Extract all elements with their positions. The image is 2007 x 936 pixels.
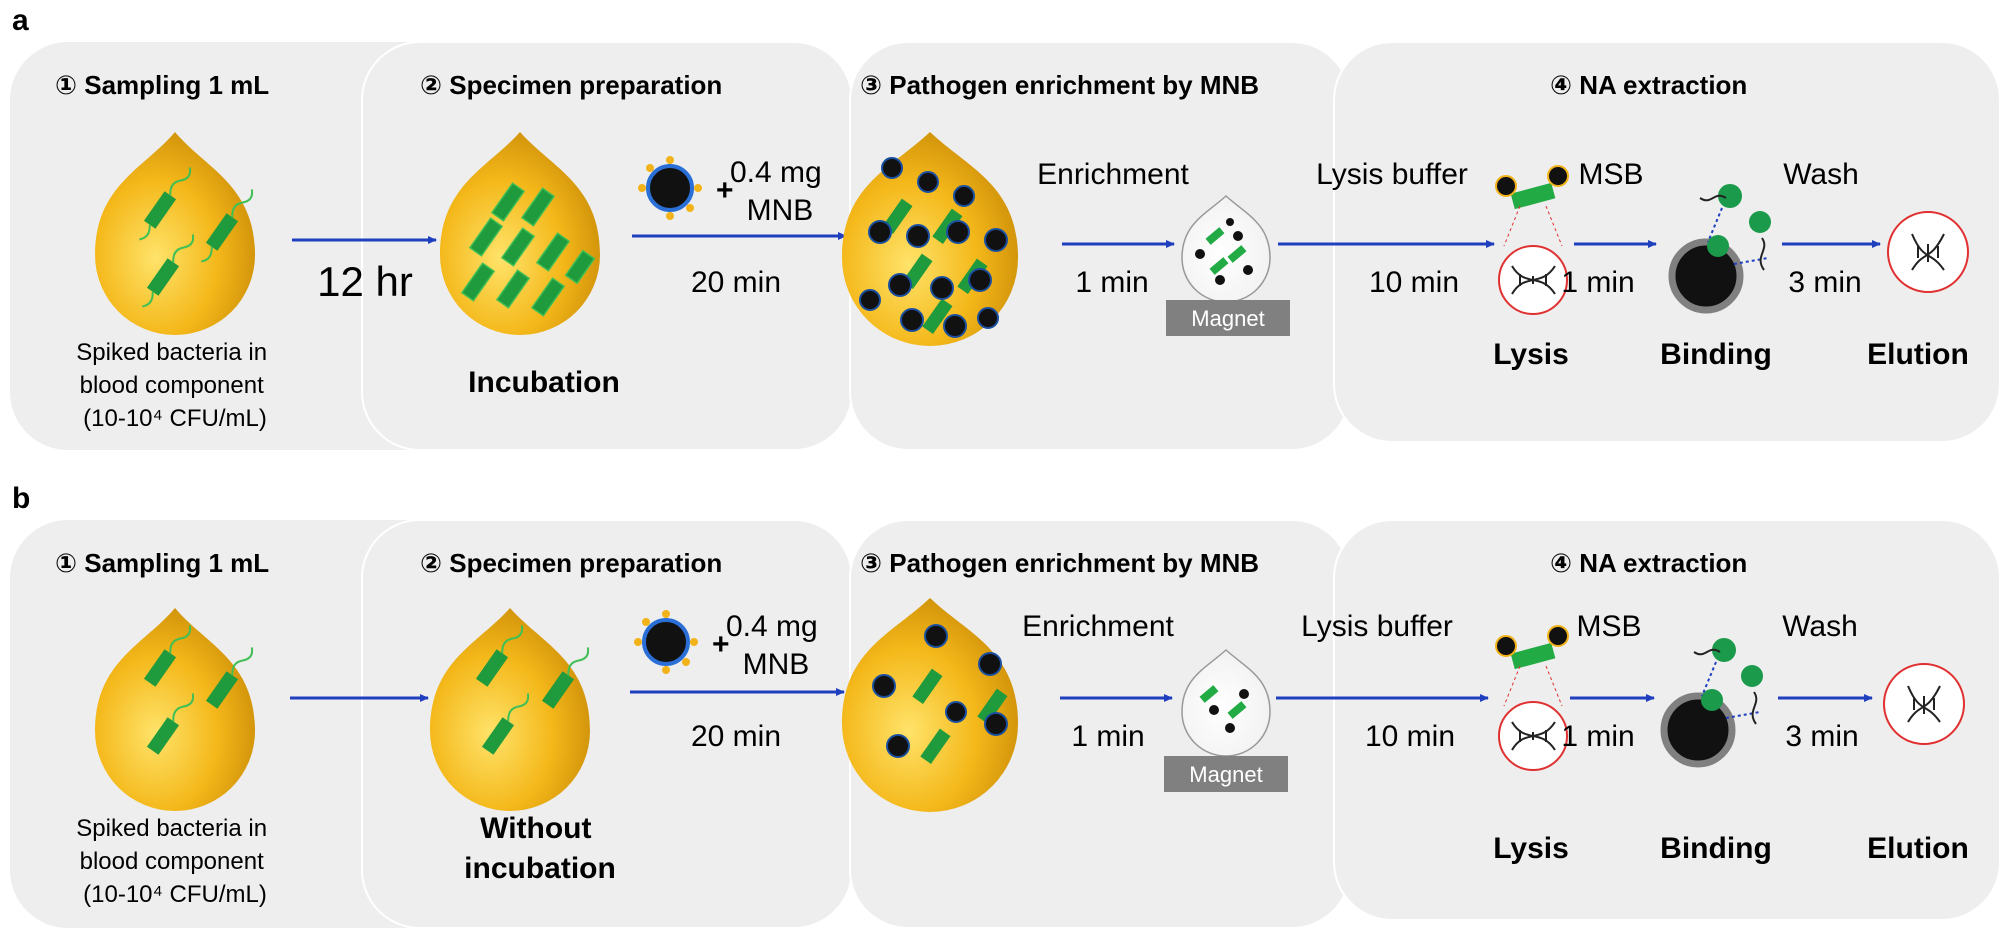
mnb-bead-icon: [638, 156, 702, 220]
panel-letter: a: [12, 4, 29, 37]
panel-a: a ① Sampling 1 mL ② Specimen preparation…: [10, 4, 2001, 451]
stage-label-binding: Binding: [1660, 832, 1772, 865]
enrichment-time: 1 min: [1075, 266, 1148, 299]
magnet-label: Magnet: [1191, 306, 1264, 331]
msb-label: MSB: [1576, 610, 1641, 643]
wash-label: Wash: [1782, 610, 1858, 643]
magnet-label: Magnet: [1189, 762, 1262, 787]
non-incubated-drop: [430, 608, 590, 811]
wash-label: Wash: [1783, 158, 1859, 191]
stage-label-elution: Elution: [1867, 338, 1969, 371]
wash-time: 3 min: [1788, 266, 1861, 299]
dna-icon: [1511, 721, 1556, 751]
panel-b: b ① Sampling 1 mL ② Specimen preparation…: [10, 482, 2001, 929]
binding-time: 1 min: [1561, 266, 1634, 299]
sample-caption: Spiked bacteria in blood component (10-1…: [76, 815, 273, 908]
magnetic-beads: [872, 624, 1008, 758]
prep-caption: Incubation: [468, 366, 620, 399]
mnb-time: 20 min: [691, 720, 781, 753]
incubation-time: 12 hr: [317, 258, 413, 305]
sample-drop: [95, 132, 255, 335]
bacteria-cluster: [460, 182, 596, 317]
step-title-specimen: ② Specimen preparation: [420, 70, 722, 100]
step-title-enrichment: ③ Pathogen enrichment by MNB: [860, 70, 1259, 100]
plus-sign: +: [712, 628, 730, 661]
enrichment-drop: [842, 598, 1018, 812]
stage-label-lysis: Lysis: [1493, 338, 1569, 371]
wash-time: 3 min: [1785, 720, 1858, 753]
lysis-time: 10 min: [1369, 266, 1459, 299]
step-title-specimen: ② Specimen preparation: [420, 548, 722, 578]
bacteria-group: [139, 167, 254, 308]
magnet-block: [1166, 300, 1290, 336]
sample-caption: Spiked bacteria in blood component (10-1…: [76, 339, 273, 432]
binding-illustration: [1668, 184, 1771, 314]
eluted-dna-icon: [1911, 233, 1945, 271]
stage-label-elution: Elution: [1867, 832, 1969, 865]
magnetic-beads: [859, 157, 1008, 338]
magnet-drop: [1181, 194, 1271, 303]
lysis-time: 10 min: [1365, 720, 1455, 753]
stage-label-lysis: Lysis: [1493, 832, 1569, 865]
msb-label: MSB: [1578, 158, 1643, 191]
enrichment-label: Enrichment: [1037, 158, 1189, 191]
lysis-buffer-label: Lysis buffer: [1316, 158, 1468, 191]
step-4-background: [1333, 41, 2001, 443]
lysis-illustration: [1495, 165, 1569, 315]
enrichment-label: Enrichment: [1022, 610, 1174, 643]
enrichment-time: 1 min: [1071, 720, 1144, 753]
magnet-block: [1164, 756, 1288, 792]
silica-bead: [1660, 692, 1736, 768]
lysis-illustration: [1495, 625, 1569, 771]
mnb-amount: 0.4 mg MNB: [726, 610, 826, 681]
eluted-dna-icon: [1907, 685, 1941, 723]
binding-time: 1 min: [1561, 720, 1634, 753]
sample-drop: [95, 608, 255, 811]
step-title-sampling: ① Sampling 1 mL: [55, 548, 269, 578]
elution-illustration: [1883, 663, 1965, 745]
incubated-drop: [440, 132, 600, 335]
step-title-enrichment: ③ Pathogen enrichment by MNB: [860, 548, 1259, 578]
mnb-time: 20 min: [691, 266, 781, 299]
lysis-buffer-label: Lysis buffer: [1301, 610, 1453, 643]
magnet-drop: [1181, 648, 1271, 757]
plus-sign: +: [716, 174, 734, 207]
silica-bead: [1668, 238, 1744, 314]
binding-illustration: [1660, 638, 1763, 768]
step-title-na-extraction: ④ NA extraction: [1550, 548, 1747, 578]
prep-caption: Without incubation: [464, 812, 616, 885]
mnb-bead-icon: [634, 610, 698, 674]
enrichment-drop: [842, 132, 1018, 346]
elution-illustration: [1887, 211, 1969, 293]
step-title-na-extraction: ④ NA extraction: [1550, 70, 1747, 100]
mnb-amount: 0.4 mg MNB: [730, 156, 830, 227]
panel-letter: b: [12, 482, 30, 515]
step-title-sampling: ① Sampling 1 mL: [55, 70, 269, 100]
dna-icon: [1511, 265, 1556, 295]
stage-label-binding: Binding: [1660, 338, 1772, 371]
